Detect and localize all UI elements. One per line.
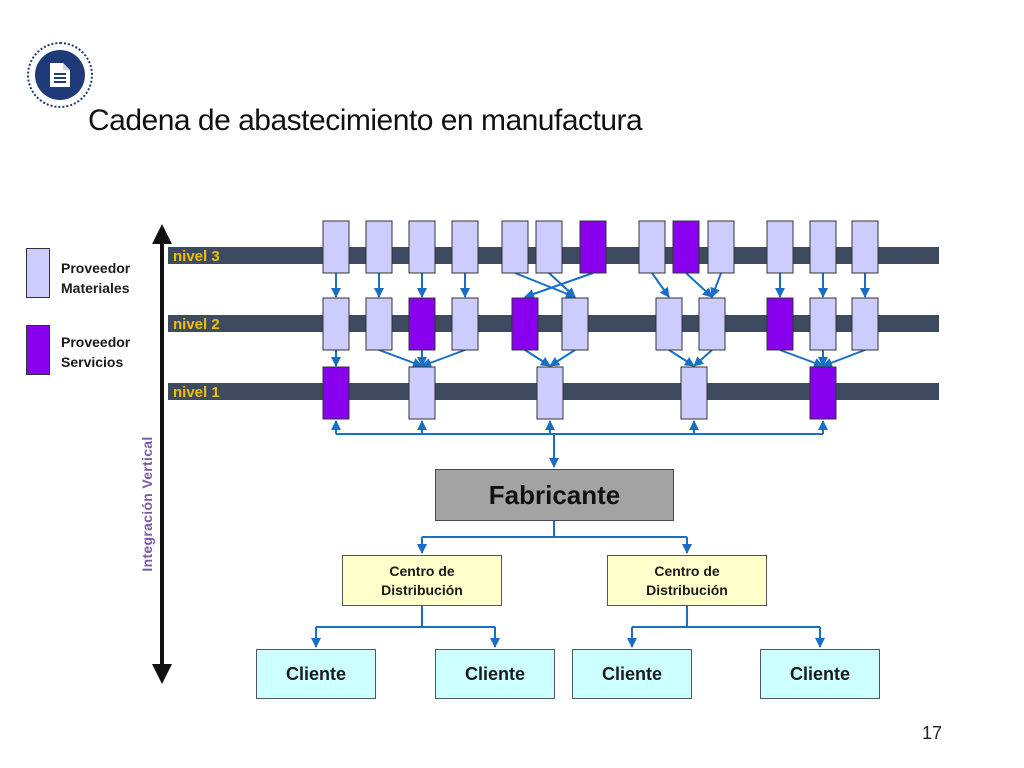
distribution-center-1-line2: Distribución	[381, 581, 463, 598]
supplier-boxes	[322, 220, 879, 420]
connector-l2-l1-11	[822, 349, 866, 368]
connector-l2-l1-8	[693, 349, 713, 367]
connector-l2-l1-4	[421, 349, 466, 368]
legend-services-label: Proveedor Servicios	[61, 332, 130, 372]
level1-supplier-5-services	[809, 366, 837, 420]
level3-supplier-10-materials	[707, 220, 735, 274]
level1-supplier-2-materials	[408, 366, 436, 420]
level2-supplier-4-materials	[451, 297, 479, 351]
level3-supplier-1-materials	[322, 220, 350, 274]
client-4: Cliente	[760, 649, 880, 699]
legend-materials-label: Proveedor Materiales	[61, 258, 130, 298]
legend-materials-line1: Proveedor	[61, 260, 131, 276]
level3-supplier-8-materials	[638, 220, 666, 274]
level3-supplier-13-materials	[851, 220, 879, 274]
level2-supplier-2-materials	[365, 297, 393, 351]
level3-supplier-2-materials	[365, 220, 393, 274]
legend-services-line1: Proveedor	[61, 334, 131, 350]
connector-l3-l2-10	[710, 272, 722, 298]
document-icon	[35, 50, 85, 100]
level3-supplier-11-materials	[766, 220, 794, 274]
page-title: Cadena de abastecimiento en manufactura	[88, 104, 643, 137]
level2-supplier-1-materials	[322, 297, 350, 351]
level1-supplier-3-materials	[536, 366, 564, 420]
level2-supplier-6-materials	[561, 297, 589, 351]
connector-l3-l2-7	[524, 272, 594, 299]
client-2: Cliente	[435, 649, 555, 699]
connectors	[311, 272, 870, 648]
logo-badge	[27, 42, 93, 108]
level2-supplier-10-materials	[809, 297, 837, 351]
distribution-center-1: Centro de Distribución	[342, 555, 502, 606]
level3-supplier-3-materials	[408, 220, 436, 274]
level3-supplier-4-materials	[451, 220, 479, 274]
client-1: Cliente	[256, 649, 376, 699]
connector-l2-l1-7	[668, 349, 695, 367]
manufacturer-box: Fabricante	[435, 469, 674, 521]
level1-supplier-4-materials	[680, 366, 708, 420]
legend-materials-line2: Materiales	[61, 280, 130, 296]
level3-supplier-9-services	[672, 220, 700, 274]
level-3-label: nivel 3	[173, 248, 220, 265]
distribution-center-1-line1: Centro de	[389, 562, 455, 579]
level2-supplier-7-materials	[655, 297, 683, 351]
distribution-center-2-line2: Distribución	[646, 581, 728, 598]
connector-l2-l1-9	[779, 349, 824, 368]
connector-l3-l2-5	[514, 272, 576, 299]
level3-supplier-5-materials	[501, 220, 529, 274]
legend-materials-swatch	[26, 248, 50, 298]
legend-services-swatch	[26, 325, 50, 375]
level2-supplier-11-materials	[851, 297, 879, 351]
level3-supplier-6-materials	[535, 220, 563, 274]
level3-supplier-7-services	[579, 220, 607, 274]
distribution-center-2: Centro de Distribución	[607, 555, 767, 606]
connector-l2-l1-2	[378, 349, 423, 368]
connector-l3-l2-8	[651, 272, 670, 298]
distribution-center-2-line1: Centro de	[654, 562, 720, 579]
level2-supplier-9-services	[766, 297, 794, 351]
level-2-label: nivel 2	[173, 316, 220, 333]
level2-supplier-3-services	[408, 297, 436, 351]
page-number: 17	[922, 723, 943, 743]
level2-supplier-8-materials	[698, 297, 726, 351]
level-2-bar	[168, 315, 939, 332]
level-1-label: nivel 1	[173, 384, 220, 401]
level1-supplier-1-services	[322, 366, 350, 420]
connector-l2-l1-6	[549, 349, 576, 367]
level3-supplier-12-materials	[809, 220, 837, 274]
legend-services-line2: Servicios	[61, 354, 124, 370]
connector-l2-l1-5	[524, 349, 551, 367]
level2-supplier-5-services	[511, 297, 539, 351]
connector-l3-l2-9	[685, 272, 713, 298]
client-3: Cliente	[572, 649, 692, 699]
